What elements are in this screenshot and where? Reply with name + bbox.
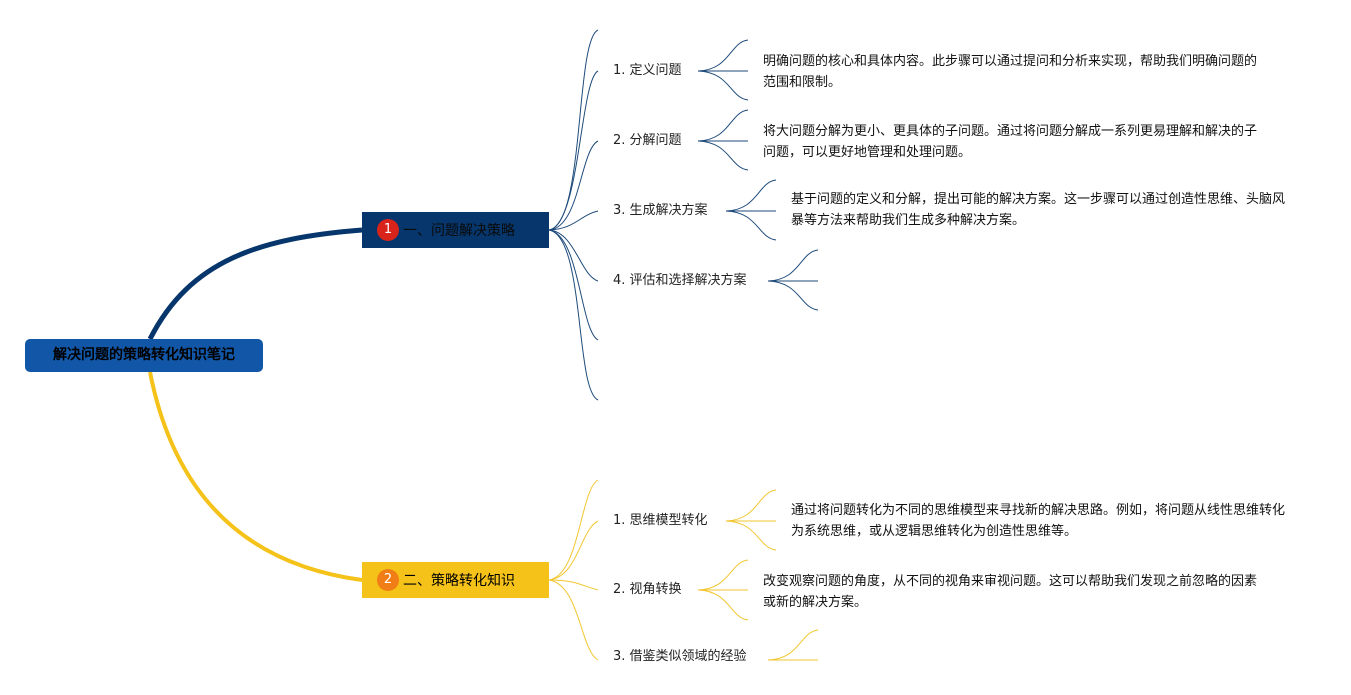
- branch-strategy-transformation[interactable]: 2 二、策略转化知识: [362, 562, 549, 598]
- subtopic-thinking-model[interactable]: 1. 思维模型转化: [613, 513, 708, 528]
- subtopic-borrow-experience[interactable]: 3. 借鉴类似领域的经验: [613, 649, 747, 664]
- root-to-branch2-connector: [148, 371, 363, 582]
- root-topic[interactable]: 解决问题的策略转化知识笔记: [25, 339, 263, 372]
- branch-label: 一、问题解决策略: [403, 223, 515, 239]
- desc-decompose-problem: 将大问题分解为更小、更具体的子问题。通过将问题分解成一系列更易理解和解决的子问题…: [763, 124, 1258, 160]
- subtopic-evaluate-solutions[interactable]: 4. 评估和选择解决方案: [613, 273, 747, 288]
- desc-define-problem: 明确问题的核心和具体内容。此步骤可以通过提问和分析来实现，帮助我们明确问题的范围…: [763, 54, 1258, 90]
- subtopic-generate-solutions[interactable]: 3. 生成解决方案: [613, 203, 708, 218]
- desc-perspective-shift: 改变观察问题的角度，从不同的视角来审视问题。这可以帮助我们发现之前忽略的因素或新…: [763, 574, 1258, 610]
- priority-2-icon: 2: [377, 569, 399, 591]
- desc-thinking-model: 通过将问题转化为不同的思维模型来寻找新的解决思路。例如，将问题从线性思维转化为系…: [791, 503, 1286, 539]
- desc-generate-solutions: 基于问题的定义和分解，提出可能的解决方案。这一步骤可以通过创造性思维、头脑风暴等…: [791, 192, 1286, 228]
- subtopic-decompose-problem[interactable]: 2. 分解问题: [613, 133, 682, 148]
- priority-1-icon: 1: [377, 219, 399, 241]
- subtopic-perspective-shift[interactable]: 2. 视角转换: [613, 582, 682, 597]
- root-to-branch1-connector: [147, 227, 363, 341]
- branch-label: 二、策略转化知识: [403, 573, 515, 589]
- subtopic-define-problem[interactable]: 1. 定义问题: [613, 63, 682, 78]
- branch-problem-solving-strategy[interactable]: 1 一、问题解决策略: [362, 212, 549, 248]
- branch2-fan: [548, 479, 599, 661]
- branch1-fan: [548, 29, 599, 401]
